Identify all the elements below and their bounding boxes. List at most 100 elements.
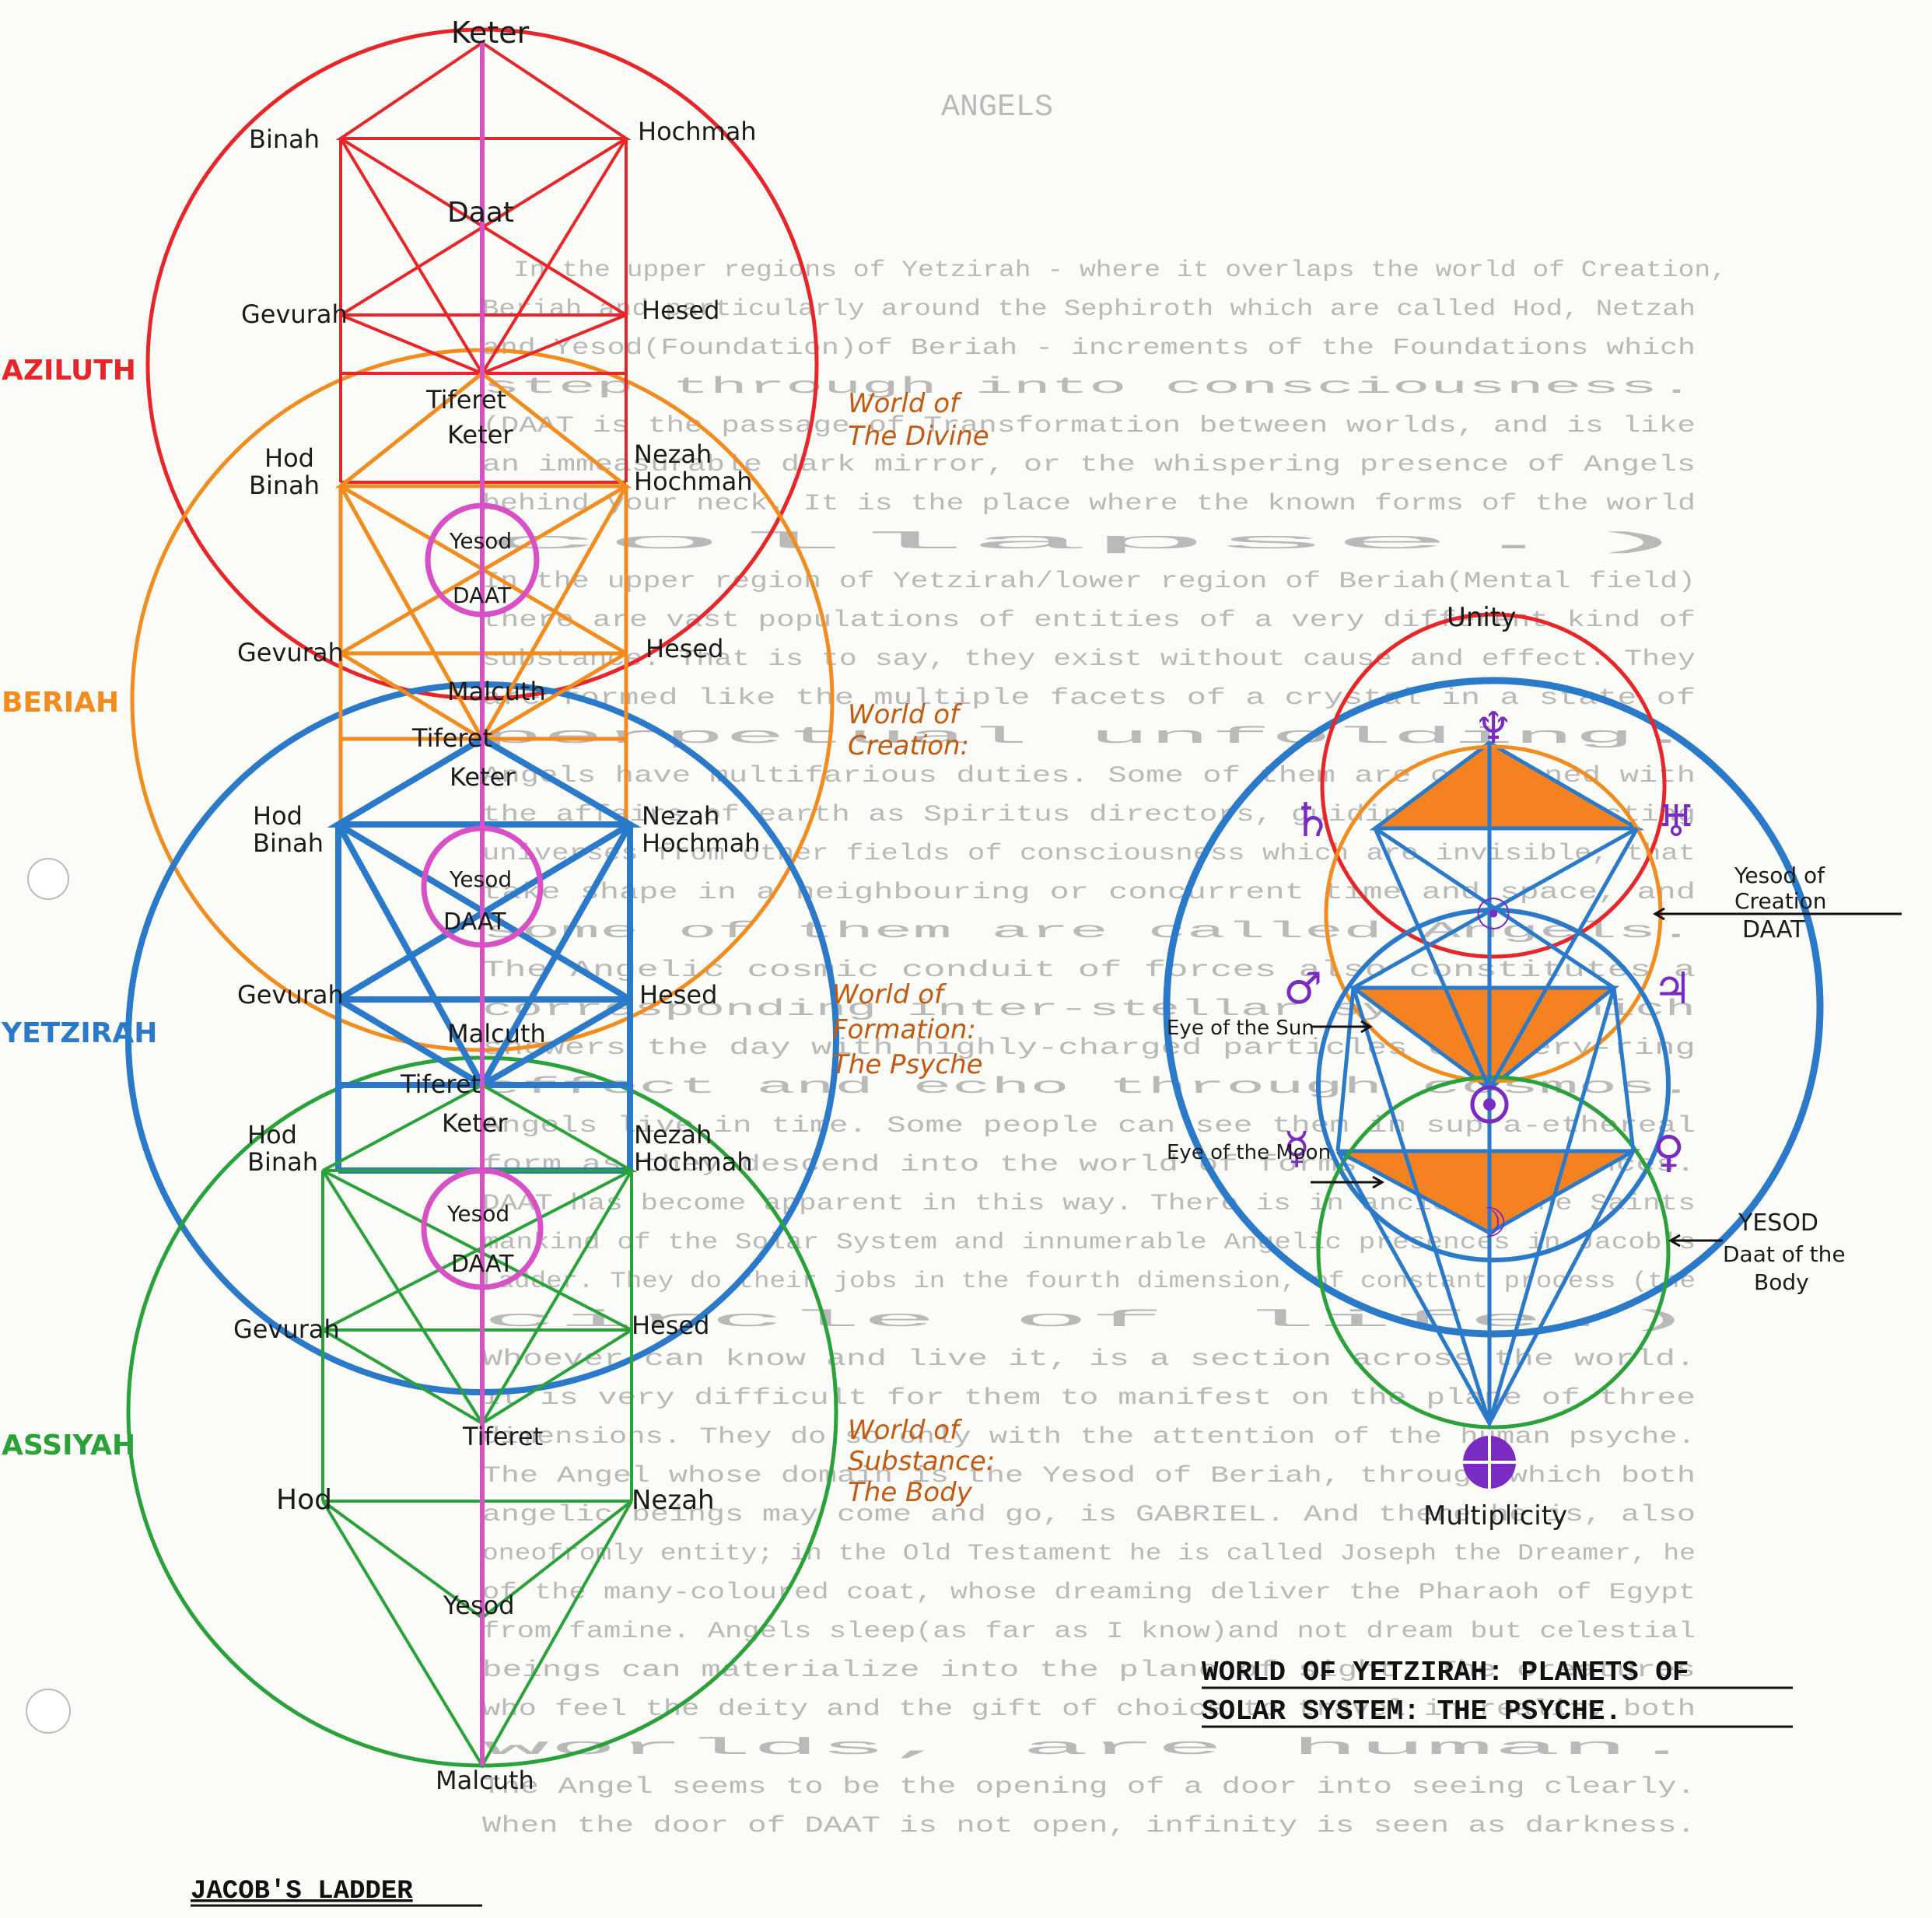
label-hochmah-aziluth: Hochmah bbox=[638, 117, 757, 146]
label-gevurah-assiyah: Gevurah bbox=[233, 1314, 340, 1344]
label-tiferet-beriah: Tiferet bbox=[411, 723, 492, 753]
label-nezah-assiyah: Nezah bbox=[634, 1120, 712, 1150]
label-tiferet-aziluth: Tiferet bbox=[425, 385, 506, 415]
ladder-caption: JACOB'S LADDER bbox=[191, 1877, 413, 1906]
eye-of-moon-label: Eye of the Moon bbox=[1167, 1141, 1331, 1164]
background-line: behind your neck. It is the place where … bbox=[482, 491, 1696, 517]
label-hod-assiyah: Hod bbox=[247, 1120, 297, 1150]
background-line: angelic beings may come and go, is GABRI… bbox=[482, 1502, 1696, 1528]
planets-caption-line1: WORLD OF YETZIRAH: PLANETS OF bbox=[1202, 1657, 1689, 1689]
middle-orange-triangle bbox=[1347, 985, 1620, 1092]
label-binah-aziluth: Binah bbox=[249, 124, 320, 154]
neptune-icon: ♆ bbox=[1474, 703, 1513, 754]
background-line: take shape in a neighbouring or concurre… bbox=[482, 880, 1696, 906]
world-desc-aziluth-line1: World of bbox=[848, 388, 963, 419]
uranus-icon: ♅ bbox=[1657, 796, 1696, 847]
background-line: Ladder. They do their jobs in the fourth… bbox=[482, 1269, 1696, 1295]
label-hesed-yetzirah: Hesed bbox=[639, 980, 717, 1010]
label-tiferet-yetzirah: Tiferet bbox=[400, 1069, 481, 1099]
label-yesod-assiyah: Yesod bbox=[446, 1201, 509, 1227]
background-line: universes from other fields of conscious… bbox=[482, 841, 1696, 867]
world-desc-assiyah-line1: World of bbox=[848, 1415, 963, 1446]
background-line: When the door of DAAT is not open, infin… bbox=[482, 1813, 1696, 1839]
label-hod-beriah: Hod bbox=[264, 443, 314, 473]
background-text: ANGELS In the upper regions of Yetzirah … bbox=[482, 90, 1727, 1839]
saturn-icon: ♄ bbox=[1291, 793, 1333, 848]
eye-of-sun-pupil-icon bbox=[1483, 1098, 1496, 1111]
large-blue-circle bbox=[1163, 677, 1824, 1338]
label-hesed-aziluth: Hesed bbox=[642, 296, 719, 325]
background-line: beings can materialize into the plane of… bbox=[482, 1657, 1696, 1684]
background-line: and Yesod(Foundation)of Beriah - increme… bbox=[482, 335, 1696, 362]
jacobs-ladder: AZILUTH BERIAH YETZIRAH ASSIYAH World of… bbox=[1, 16, 995, 1907]
yesod-of-creation-line1: Yesod of bbox=[1734, 863, 1825, 888]
world-desc-assiyah-line2: Substance: bbox=[848, 1446, 995, 1477]
assiyah-yesod-circle bbox=[421, 1167, 544, 1290]
label-hochmah-yetzirah: Hochmah bbox=[642, 828, 761, 858]
label-gevurah-yetzirah: Gevurah bbox=[237, 980, 344, 1010]
world-desc-beriah-line2: Creation: bbox=[848, 730, 969, 761]
label-hod-yetzirah: Hod bbox=[253, 801, 303, 831]
label-keter-yetzirah: Keter bbox=[450, 762, 516, 792]
world-desc-yetzirah-line2: Formation: bbox=[832, 1014, 976, 1045]
background-line: oneofromly entity; in the Old Testament … bbox=[482, 1541, 1696, 1567]
label-tiferet-assiyah: Tiferet bbox=[462, 1422, 543, 1451]
planets-caption-line2: SOLAR SYSTEM: THE PSYCHE. bbox=[1202, 1696, 1622, 1727]
label-keter-beriah: Keter bbox=[447, 420, 513, 450]
label-binah-yetzirah: Binah bbox=[253, 828, 324, 858]
multiplicity-label: Multiplicity bbox=[1423, 1500, 1567, 1531]
label-daat-beriah: DAAT bbox=[453, 583, 512, 608]
eye-of-sun-label: Eye of the Sun bbox=[1167, 1017, 1314, 1040]
label-keter-top: Keter bbox=[451, 16, 530, 50]
label-hochmah-assiyah: Hochmah bbox=[634, 1147, 753, 1177]
sun-icon: ☉ bbox=[1474, 890, 1513, 940]
label-malcuth-yetzirah: Malcuth bbox=[447, 1019, 546, 1048]
background-line: some of them are called Angels. bbox=[482, 919, 1696, 945]
label-daat-yetzirah: DAAT bbox=[443, 908, 506, 936]
background-line: The Angel seems to be the opening of a d… bbox=[482, 1774, 1696, 1801]
unity-label: Unity bbox=[1447, 602, 1516, 633]
background-line: collapse.) bbox=[482, 530, 1696, 556]
yesod-body-line3: Body bbox=[1754, 1269, 1809, 1295]
background-heading: ANGELS bbox=[941, 90, 1053, 125]
earth-icon-cross bbox=[1463, 1436, 1516, 1489]
label-binah-beriah: Binah bbox=[249, 471, 320, 500]
background-line: from famine. Angels sleep(as far as I kn… bbox=[482, 1619, 1696, 1645]
mars-icon: ♂ bbox=[1283, 964, 1322, 1014]
label-yesod-beriah: Yesod bbox=[449, 528, 512, 554]
label-malcuth-bottom: Malcuth bbox=[436, 1766, 534, 1795]
background-line: The Angelic cosmic conduit of forces als… bbox=[482, 957, 1696, 984]
annotation-arrows bbox=[1311, 907, 1902, 1248]
label-gevurah-beriah: Gevurah bbox=[237, 638, 344, 667]
label-daat-aziluth: Daat bbox=[447, 197, 514, 229]
label-hod-assiyah-lower: Hod bbox=[276, 1484, 332, 1516]
background-line: step through into consciousness. bbox=[482, 374, 1696, 401]
yesod-body-line1: YESOD bbox=[1738, 1209, 1818, 1237]
background-line: worlds, are human. bbox=[482, 1735, 1696, 1762]
background-line: It is very difficult for them to manifes… bbox=[482, 1385, 1696, 1412]
background-line: In the upper regions of Yetzirah - where… bbox=[513, 257, 1727, 284]
background-line: of the many-coloured coat, whose dreamin… bbox=[482, 1580, 1696, 1606]
world-desc-aziluth-line2: The Divine bbox=[848, 421, 989, 452]
background-line: Angels live in time. Some people can see… bbox=[482, 1113, 1696, 1139]
label-nezah-assiyah-lower: Nezah bbox=[632, 1485, 715, 1516]
planets-diagram: ♆ ♄ ♅ ☉ ♂ ♃ ☿ ♀ ☽ Unity Multiplicity Eye… bbox=[1163, 602, 1902, 1728]
label-yesod-yetzirah: Yesod bbox=[449, 866, 512, 892]
yetzirah-yesod-circle bbox=[421, 825, 544, 948]
label-daat-assiyah: DAAT bbox=[451, 1251, 514, 1278]
background-line: are formed like the multiple facets of a… bbox=[482, 685, 1696, 712]
upper-orange-triangle bbox=[1369, 740, 1645, 831]
label-malcuth-beriah: Malcuth bbox=[447, 677, 546, 706]
jupiter-icon: ♃ bbox=[1653, 964, 1692, 1014]
world-name-beriah: BERIAH bbox=[2, 687, 119, 719]
background-line: substance. That is to say, they exist wi… bbox=[482, 646, 1696, 673]
punch-hole-bottom bbox=[26, 1689, 71, 1734]
world-name-aziluth: AZILUTH bbox=[2, 355, 136, 387]
yesod-body-line2: Daat of the bbox=[1723, 1241, 1846, 1267]
world-desc-assiyah-line3: The Body bbox=[848, 1477, 973, 1508]
label-binah-assiyah: Binah bbox=[247, 1147, 318, 1177]
body-green-circle bbox=[1316, 1075, 1671, 1430]
world-desc-beriah-line1: World of bbox=[848, 699, 963, 730]
world-name-assiyah: ASSIYAH bbox=[2, 1430, 135, 1461]
